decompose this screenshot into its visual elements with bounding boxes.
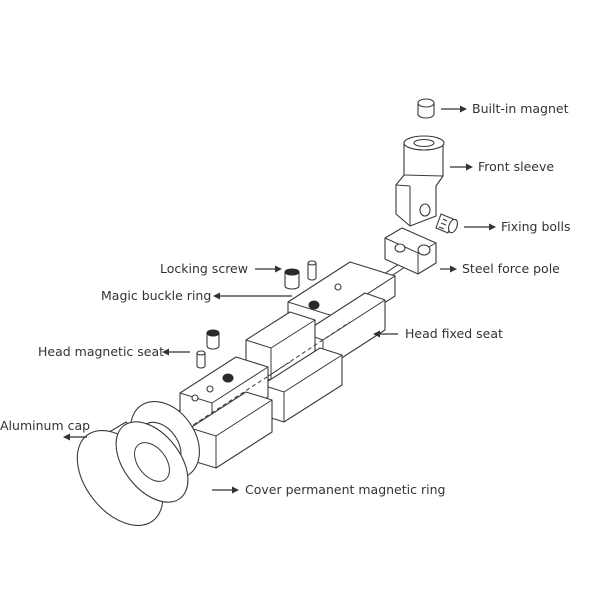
steel-force-pole-head [384, 227, 437, 275]
front-sleeve [395, 135, 445, 227]
label-head-fixed-seat: Head fixed seat [405, 326, 503, 341]
label-front-sleeve: Front sleeve [478, 159, 554, 174]
fixing-bolls [435, 213, 459, 234]
label-steel-force-pole: Steel force pole [462, 261, 560, 276]
label-built-in-magnet: Built-in magnet [472, 101, 569, 116]
locking-screw-upper [284, 260, 317, 290]
head-fixed-seat [231, 311, 351, 423]
aluminum-cap [76, 421, 189, 526]
label-magic-buckle-ring: Magic buckle ring [101, 288, 211, 303]
label-cover-permanent-magnetic-ring: Cover permanent magnetic ring [245, 482, 445, 497]
label-fixing-bolls: Fixing bolls [501, 219, 571, 234]
locking-screw-lower [196, 329, 220, 369]
callout-arrows [63, 105, 496, 494]
built-in-magnet [417, 98, 435, 119]
label-locking-screw: Locking screw [160, 261, 248, 276]
head-magnetic-seat [169, 356, 291, 469]
label-aluminum-cap: Aluminum cap [0, 418, 90, 433]
label-head-magnetic-seat: Head magnetic seat [38, 344, 164, 359]
